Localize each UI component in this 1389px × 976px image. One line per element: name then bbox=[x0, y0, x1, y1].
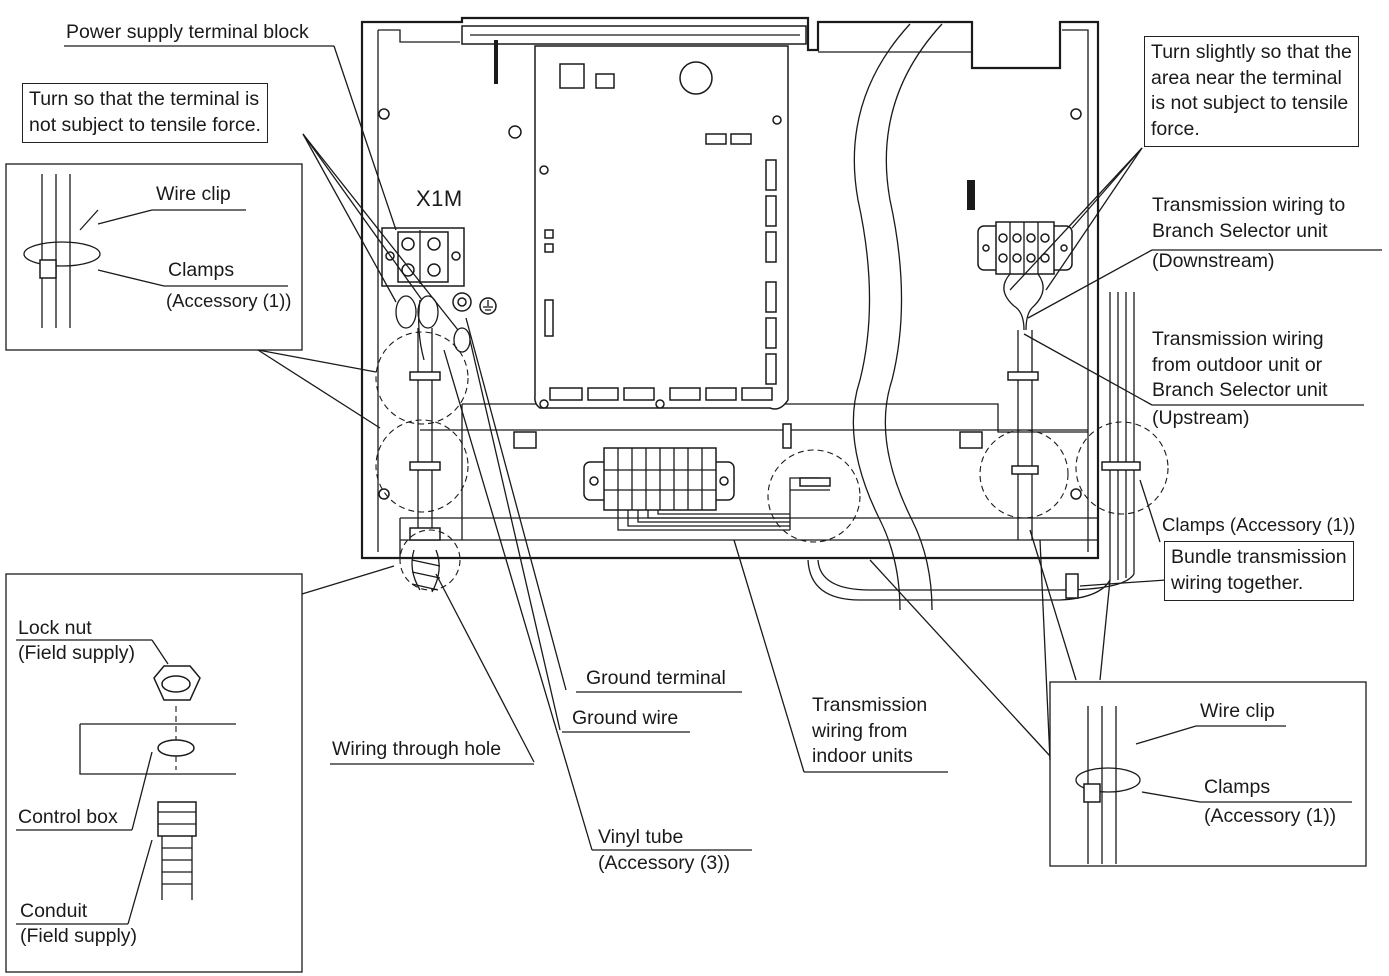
wiring-through-hole-label: Wiring through hole bbox=[332, 738, 502, 760]
power-cable bbox=[395, 295, 471, 593]
power-supply-terminal-block-label: Power supply terminal block bbox=[66, 21, 309, 43]
clamp-region-circle bbox=[375, 331, 469, 425]
bundle-transmission-label: Bundle transmission wiring together. bbox=[1164, 541, 1354, 601]
control-box-housing bbox=[360, 16, 1100, 560]
screw-icon bbox=[508, 125, 522, 139]
clamp-icon bbox=[799, 477, 831, 487]
conduit-field-supply-label: (Field supply) bbox=[20, 925, 138, 947]
transmission-to-bs-label: Transmission wiring to Branch Selector u… bbox=[1152, 194, 1346, 242]
turn-slightly-label: Turn slightly so that the area near the … bbox=[1144, 36, 1359, 147]
pipe-outline bbox=[884, 23, 943, 611]
downstream-label: (Downstream) bbox=[1152, 250, 1275, 272]
ground-terminal-label: Ground terminal bbox=[586, 667, 726, 689]
inset-conduit bbox=[5, 573, 303, 973]
pipe-outline bbox=[852, 23, 911, 611]
lock-nut-label: Lock nut bbox=[18, 617, 92, 639]
accessory-left-label: (Accessory (1)) bbox=[166, 290, 292, 311]
leader-lines bbox=[257, 45, 1167, 851]
conduit-label: Conduit bbox=[20, 900, 88, 922]
clamp-region-circle bbox=[375, 419, 469, 513]
ground-wire-label: Ground wire bbox=[572, 707, 679, 729]
transmission-terminal-block bbox=[583, 447, 830, 531]
lower-tray bbox=[399, 403, 1098, 558]
x1m-terminal-block bbox=[381, 227, 465, 287]
hole-region-circle bbox=[399, 529, 461, 591]
control-box-label: Control box bbox=[18, 806, 118, 828]
clip-icon bbox=[959, 431, 983, 449]
inset-wire-clip-right bbox=[1049, 681, 1367, 867]
lock-nut-field-supply-label: (Field supply) bbox=[18, 642, 136, 664]
upstream-label: (Upstream) bbox=[1152, 407, 1250, 429]
wire-clip-right-label: Wire clip bbox=[1200, 700, 1275, 722]
indoor-wiring-circle bbox=[767, 449, 861, 543]
turn-so-terminal-label: Turn so that the terminal is not subject… bbox=[22, 83, 268, 143]
clamp-region-circle bbox=[979, 429, 1069, 519]
latch-icon bbox=[967, 180, 975, 210]
bundle-region-circle bbox=[1075, 421, 1169, 515]
accessory-right-label: (Accessory (1)) bbox=[1204, 805, 1337, 827]
x1m-label: X1M bbox=[416, 186, 463, 211]
bracket-icon bbox=[494, 40, 498, 84]
label-underlines bbox=[16, 45, 1382, 925]
transmission-from-indoor-label: Transmission wiring from indoor units bbox=[812, 694, 928, 767]
clip-icon bbox=[782, 423, 792, 449]
right-terminal-block bbox=[977, 221, 1073, 540]
wire-clip-left-label: Wire clip bbox=[156, 183, 231, 205]
vinyl-tube-label: Vinyl tube bbox=[598, 826, 684, 848]
clamps-accessory-right-label: Clamps (Accessory (1)) bbox=[1162, 514, 1356, 535]
clamps-left-label: Clamps bbox=[168, 259, 235, 281]
circuit-board bbox=[534, 45, 789, 410]
vinyl-tube-accessory-label: (Accessory (3)) bbox=[598, 852, 731, 874]
inset-wire-clip-left bbox=[5, 163, 303, 351]
ground-terminal-icon bbox=[452, 292, 497, 315]
transmission-from-outdoor-label: Transmission wiring from outdoor unit or… bbox=[1152, 328, 1328, 401]
clamps-right-label: Clamps bbox=[1204, 776, 1271, 798]
clip-icon bbox=[513, 431, 537, 449]
